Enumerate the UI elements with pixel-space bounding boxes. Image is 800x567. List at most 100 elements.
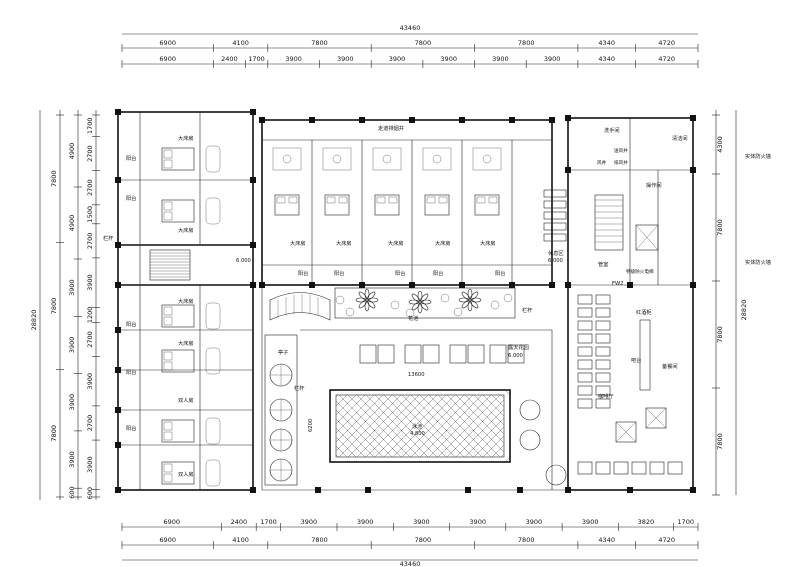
- room-labels: 大床房 大床房 大床房 大床房 双人房 双人房 阳台 阳台 阳台 阳台 阳台 栏…: [103, 124, 771, 478]
- top-dim-a-2: 7800: [311, 39, 328, 47]
- column-27: [549, 282, 555, 288]
- label-top-room-2: 大床房: [336, 239, 352, 247]
- label-room-2: 大床房: [178, 226, 194, 234]
- label-smoke-shaft: 排风井: [614, 159, 628, 166]
- label-elev-left: 6.000: [236, 258, 251, 264]
- cafe-booth-4: [649, 461, 665, 475]
- left-dim-outer-3: 3900: [68, 337, 76, 354]
- left-dim-outer-6: 600: [68, 486, 76, 498]
- lounger-1: [404, 344, 422, 364]
- bathtub-left-2: [205, 302, 221, 330]
- bed-top-2: [374, 194, 400, 216]
- lounge-seat-1: [543, 200, 567, 209]
- column-7: [250, 282, 256, 288]
- cafe-table-0: [615, 421, 637, 443]
- column-30: [565, 167, 571, 173]
- column-26: [509, 282, 515, 288]
- left-dim-inner-0: 1700: [86, 118, 94, 135]
- top-dim-b-10: 4720: [658, 55, 675, 63]
- label-balcony-1: 阳台: [126, 154, 136, 162]
- left-dim-inner-3: 1500: [86, 206, 94, 223]
- bottom-dim-a-6: 3900: [469, 518, 486, 526]
- column-2: [115, 177, 121, 183]
- top-dim-a-4: 7800: [518, 39, 535, 47]
- top-dim-a-5: 4340: [598, 39, 615, 47]
- column-38: [315, 487, 321, 493]
- left-dim-outer-5: 3900: [68, 451, 76, 468]
- label-railing-left: 栏杆: [103, 234, 113, 242]
- left-total-dim: 28820: [30, 310, 38, 331]
- column-29: [690, 115, 696, 121]
- label-balcony-3: 阳台: [126, 320, 136, 328]
- column-37: [627, 487, 633, 493]
- top-room-beds: [272, 147, 502, 216]
- shrub-5: [405, 308, 415, 318]
- cafe-furniture: [543, 189, 683, 475]
- bottom-dim-b-1: 4100: [232, 536, 249, 544]
- cafe-seat-0: [577, 294, 593, 305]
- cafe-seat-8: [577, 398, 593, 409]
- garden-table-0: [519, 399, 541, 421]
- bath-top-0: [272, 147, 302, 171]
- label-top-room-1: 大床房: [290, 239, 306, 247]
- shrub-2: [440, 293, 450, 303]
- left-dim-big-0: 7800: [50, 170, 58, 187]
- label-prep: 备餐间: [662, 362, 678, 370]
- bed-left-2: [161, 304, 195, 328]
- column-23: [359, 282, 365, 288]
- column-24: [409, 282, 415, 288]
- label-top-balcony-4: 阳台: [433, 269, 443, 277]
- column-15: [309, 117, 315, 123]
- left-dim-inner-9: 2700: [86, 415, 94, 432]
- planter-flower-1: [408, 290, 432, 314]
- right-dim-0: 4300: [716, 136, 724, 153]
- right-total-dim: 28820: [740, 300, 748, 321]
- planter-flower-2: [458, 288, 482, 312]
- column-9: [115, 367, 121, 373]
- cafe-table-1: [645, 407, 667, 429]
- garden-table-1: [519, 429, 541, 451]
- shrub-0: [335, 295, 345, 305]
- cafe-seat-7: [577, 385, 593, 396]
- label-room-1: 大床房: [178, 134, 194, 142]
- bed-top-0: [274, 194, 300, 216]
- lounger-0: [359, 344, 377, 364]
- bottom-dim-a-8: 3900: [582, 518, 599, 526]
- column-21: [259, 282, 265, 288]
- label-lounge-elev: 6.000: [548, 258, 563, 264]
- label-red-wine: 红酒柜: [636, 308, 652, 316]
- column-6: [115, 282, 121, 288]
- label-wash: 洗手间: [604, 126, 620, 134]
- cafe-booth-3: [631, 461, 647, 475]
- label-room-5: 双人房: [178, 396, 194, 404]
- left-dim-inner-8: 3900: [86, 373, 94, 390]
- left-dim-inner-7: 2700: [86, 331, 94, 348]
- top-dim-a-6: 4720: [658, 39, 675, 47]
- label-room-3: 大床房: [178, 297, 194, 305]
- column-0: [115, 109, 121, 115]
- column-41: [517, 487, 523, 493]
- bottom-dim-b-2: 7800: [311, 536, 328, 544]
- elevator: [635, 224, 659, 251]
- column-20: [549, 117, 555, 123]
- label-pool: 泳池: [412, 422, 422, 430]
- top-dim-a-3: 7800: [415, 39, 432, 47]
- bath-top-1: [322, 147, 352, 171]
- left-dim-inner-1: 2700: [86, 145, 94, 162]
- cafe-seat-5: [577, 359, 593, 370]
- left-dim-inner-11: 600: [86, 487, 94, 499]
- right-dim-3: 7800: [716, 433, 724, 450]
- label-railing-pavilion: 栏杆: [294, 384, 304, 392]
- label-firewall-2: 实体防火墙: [745, 258, 771, 266]
- column-10: [115, 407, 121, 413]
- label-railing-right: 栏杆: [522, 306, 532, 314]
- shrub-3: [490, 300, 500, 310]
- column-22: [309, 282, 315, 288]
- left-dim-outer-0: 4900: [68, 143, 76, 160]
- label-air-room: 风井: [597, 159, 607, 166]
- right-dim-2: 7800: [716, 326, 724, 343]
